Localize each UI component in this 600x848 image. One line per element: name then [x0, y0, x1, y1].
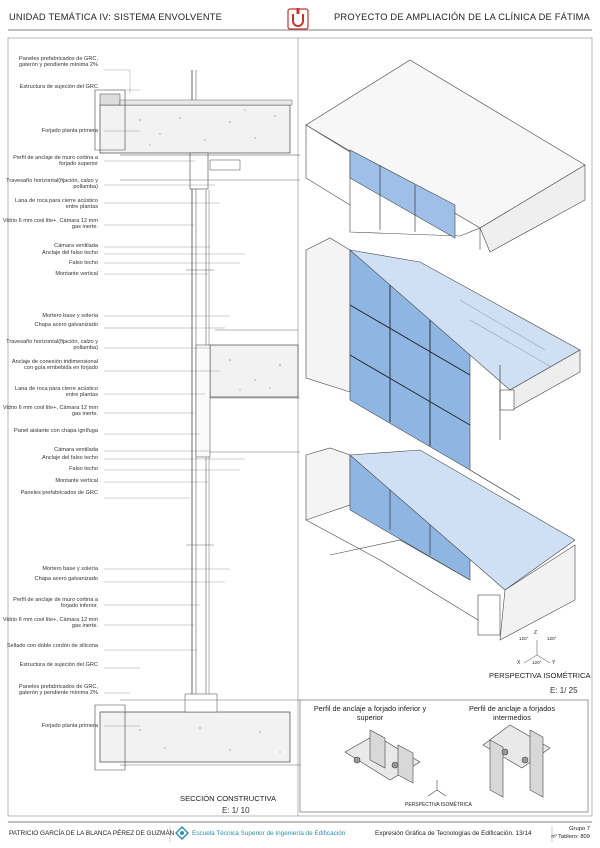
axis-label: Y — [552, 660, 556, 666]
anchor-title-left: Perfil de anclaje a forjado inferior y s… — [313, 704, 427, 722]
section-label: Paneles prefabricados de GRC, gaterón y … — [19, 56, 98, 69]
section-label: Paneles prefabricados de GRC — [20, 490, 98, 496]
axis-label: Z — [534, 630, 538, 636]
angle-label: 120° — [547, 636, 557, 641]
footer-author: PATRICIO GARCÍA DE LA BLANCA PÉREZ DE GU… — [9, 830, 175, 837]
section-label: Paneles prefabricados de GRC, gaterón y … — [19, 684, 98, 697]
section-label: Anclaje del falso techo — [42, 455, 98, 461]
section-label: Lana de roca para cierre acústico entre … — [14, 198, 98, 211]
angle-label: 120° — [519, 636, 529, 641]
header-title-left: UNIDAD TEMÁTICA IV: SISTEMA ENVOLVENTE — [9, 12, 223, 22]
section-label: Falso techo — [69, 466, 98, 472]
section-label: Chapa acero galvanizado — [34, 322, 98, 328]
section-label: Panel aislante con chapa ignífuga — [14, 428, 98, 434]
section-label: Anclaje del falso techo — [42, 250, 98, 256]
section-scale: E: 1/ 10 — [222, 806, 250, 815]
university-logo — [285, 6, 311, 32]
section-label: Estructura de sujeción del GRC — [19, 662, 98, 668]
leader-lines — [104, 69, 245, 727]
section-label: Cámara ventilada — [54, 447, 98, 453]
footer-school: Escuela Técnica Superior de Ingeniería d… — [192, 830, 346, 837]
footer-course: Expresión Gráfica de Tecnologías de Edif… — [375, 830, 532, 837]
concrete-hatch — [139, 109, 281, 753]
section-label: Montante vertical — [55, 271, 98, 277]
section-label: Vidrio 6 mm cool lite+, Cámara 12 mm gas… — [2, 218, 98, 231]
anchor-title-right: Perfil de anclaje a forjados intermedios — [469, 704, 555, 722]
section-label: Vidrio 6 mm cool lite+, Cámara 12 mm gas… — [2, 617, 98, 630]
section-label: Travesaño horizontal(fijación, calzo y p… — [6, 178, 98, 191]
school-logo-icon — [175, 826, 189, 840]
logo-mark-icon — [287, 8, 309, 30]
section-label: Perfil de anclaje de muro cortina a forj… — [13, 597, 98, 610]
axis-symbol — [523, 640, 551, 664]
footer-board: nº Tablero: 809 — [551, 834, 590, 840]
section-label: Vidrio 6 mm cool lite+, Cámara 12 mm gas… — [2, 405, 98, 418]
header-title-right: PROYECTO DE AMPLIACIÓN DE LA CLÍNICA DE … — [334, 12, 590, 22]
section-label: Cámara ventilada — [54, 243, 98, 249]
section-label: Estructura de sujeción del GRC — [19, 84, 98, 90]
axis-label: X — [517, 660, 521, 666]
section-label: Mortero base y solería — [42, 566, 98, 572]
angle-label: 120° — [532, 660, 542, 665]
section-caption: SECCIÓN CONSTRUCTIVA — [180, 794, 277, 803]
section-label: Perfil de anclaje de muro cortina a forj… — [13, 155, 98, 168]
constructive-section — [94, 70, 300, 771]
section-label: Lana de roca para cierre acústico entre … — [14, 386, 98, 399]
section-label: Montante vertical — [55, 478, 98, 484]
iso-caption: PERSPECTIVA ISOMÉTRICA — [489, 671, 591, 680]
anchor-profiles — [344, 724, 551, 798]
section-label: Anclaje de conexión tridimensional con g… — [11, 359, 98, 372]
iso-scale: E: 1/ 25 — [550, 686, 578, 695]
footer-group: Grupo 7 — [569, 826, 590, 832]
section-label: Falso techo — [69, 260, 98, 266]
section-label: Forjado planta primera — [41, 128, 98, 134]
section-label: Travesaño horizontal(fijación, calzo y p… — [6, 339, 98, 352]
section-label: Mortero base y solería — [42, 313, 98, 319]
section-label: Sellado con doble cordón de silicona — [6, 643, 98, 649]
anchor-caption: PERSPECTIVA ISOMÉTRICA — [405, 802, 472, 808]
anchor-box-frame — [299, 699, 589, 813]
isometric-model — [305, 59, 586, 641]
section-label: Forjado planta primera — [41, 723, 98, 729]
section-label: Chapa acero galvanizado — [34, 576, 98, 582]
